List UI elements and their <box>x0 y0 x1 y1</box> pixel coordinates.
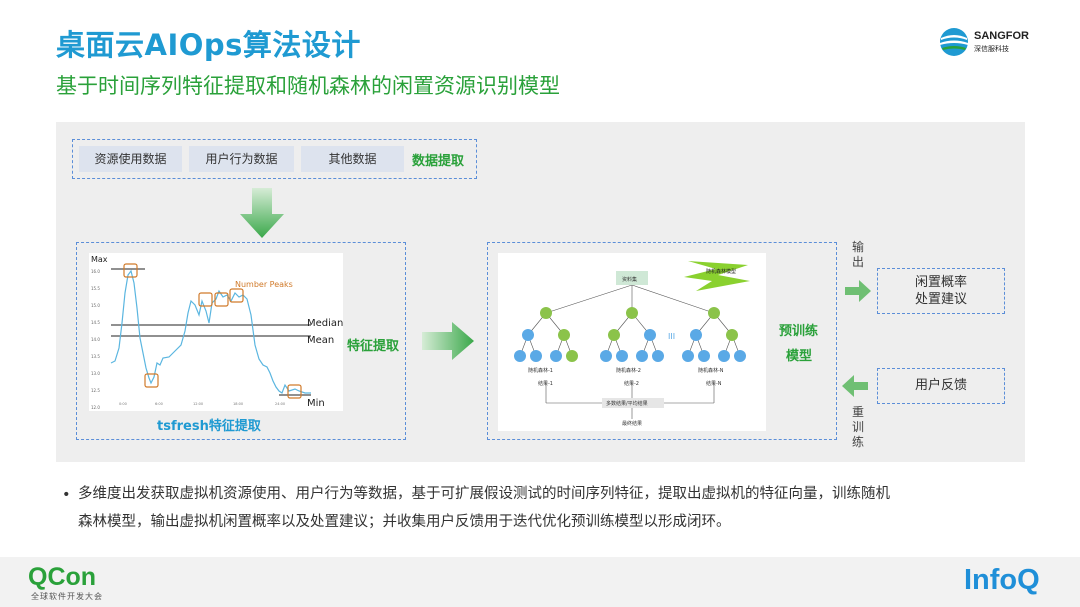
output-box-line2: 处置建议 <box>914 292 967 307</box>
final-label: 最终结果 <box>622 420 642 427</box>
svg-text:24:00: 24:00 <box>275 402 285 406</box>
bullet-line2: 森林模型，输出虚拟机闲置概率以及处置建议；并收集用户反馈用于迭代优化预训练模型以… <box>78 514 731 530</box>
feedback-arrow-icon <box>842 375 868 397</box>
infoq-logo: InfoQ <box>964 564 1040 596</box>
min-marker <box>287 384 302 399</box>
chart-mean-label: Mean <box>307 335 335 346</box>
chart-max-label: Max <box>91 255 108 264</box>
qcon-logo: QCon <box>28 563 97 591</box>
random-forest-diagram: 资料集 随机森林模型 <box>498 253 766 431</box>
timeseries-chart: Max 16.0 15.5 15.0 14.5 14.0 13.5 13.0 1… <box>89 253 343 411</box>
dataset-label: 资料集 <box>622 276 637 283</box>
source-chip-other: 其他数据 <box>301 146 404 172</box>
y-tick: 15.0 <box>91 303 100 308</box>
chart-median-label: Median <box>307 318 344 329</box>
page-title: 桌面云AIOps算法设计 <box>56 28 361 62</box>
footer-bar <box>0 557 1080 607</box>
y-tick: 13.5 <box>91 354 100 359</box>
forest-banner-label: 随机森林模型 <box>706 268 736 275</box>
output-vertical-label: 输出 <box>851 240 864 269</box>
idle-probability-box: 闲置概率 处置建议 <box>877 268 1005 314</box>
sangfor-globe-icon <box>940 28 968 56</box>
feature-extract-box: Max 16.0 15.5 15.0 14.5 14.0 13.5 13.0 1… <box>76 242 406 440</box>
bullet-line1: 多维度出发获取虚拟机资源使用、用户行为等数据，基于可扩展假设测试的时间序列特征，… <box>78 486 890 502</box>
retrain-vertical-label: 重训练 <box>851 405 864 449</box>
tree-label-2: 随机森林-2 <box>616 367 641 374</box>
timeseries-line <box>110 269 311 394</box>
peak-marker <box>198 292 213 307</box>
tsfresh-caption: tsfresh特征提取 <box>157 419 261 434</box>
data-extract-label: 数据提取 <box>412 154 465 169</box>
model-label-line1: 预训练 <box>779 324 819 339</box>
peak-marker <box>229 288 244 303</box>
y-tick: 14.5 <box>91 320 100 325</box>
sangfor-logo: SANGFOR 深信服科技 <box>938 26 1038 60</box>
dataset-node <box>616 271 648 285</box>
diagram-panel: 资源使用数据 用户行为数据 其他数据 数据提取 Max 16.0 15.5 15… <box>56 122 1025 462</box>
svg-text:6:00: 6:00 <box>155 402 163 406</box>
forest-banner <box>684 261 750 291</box>
data-extract-box: 资源使用数据 用户行为数据 其他数据 数据提取 <box>72 139 477 179</box>
svg-text:12:00: 12:00 <box>193 402 203 406</box>
logo-cn: 深信服科技 <box>974 45 1009 53</box>
bullet-symbol: • <box>62 487 71 503</box>
peak-marker-max <box>123 263 138 278</box>
source-chip-resource: 资源使用数据 <box>79 146 182 172</box>
chart-min-label: Min <box>307 398 325 409</box>
model-label-line2: 模型 <box>786 349 813 364</box>
peak-marker <box>214 292 229 307</box>
model-box: 资料集 随机森林模型 <box>487 242 837 440</box>
y-tick: 15.5 <box>91 286 100 291</box>
output-arrow-icon <box>845 280 871 302</box>
vote-label: 多数结果/平均结果 <box>606 400 648 407</box>
logo-name: SANGFOR <box>974 30 1029 42</box>
svg-text:18:00: 18:00 <box>233 402 243 406</box>
y-tick: 16.0 <box>91 269 100 274</box>
result-label-2: 结果-2 <box>624 380 639 387</box>
right-arrow-icon <box>422 322 474 360</box>
source-chip-behavior: 用户行为数据 <box>189 146 294 172</box>
y-tick: 13.0 <box>91 371 100 376</box>
result-label-1: 结果-1 <box>538 380 553 387</box>
result-label-n: 结果-N <box>706 380 722 387</box>
y-tick: 12.5 <box>91 388 100 393</box>
chart-peaks-label: Number Peaks <box>235 280 293 289</box>
vote-node <box>602 398 664 408</box>
output-box-line1: 闲置概率 <box>914 275 967 290</box>
tree-label-1: 随机森林-1 <box>528 367 553 374</box>
qcon-subtitle: 全球软件开发大会 <box>31 592 103 601</box>
y-tick: 14.0 <box>91 337 100 342</box>
page-subtitle: 基于时间序列特征提取和随机森林的闲置资源识别模型 <box>56 74 560 98</box>
tree-label-n: 随机森林-N <box>698 367 724 374</box>
user-feedback-box: 用户反馈 <box>877 368 1005 404</box>
svg-text:III: III <box>668 332 675 341</box>
svg-text:0:00: 0:00 <box>119 402 127 406</box>
valley-marker <box>144 373 159 388</box>
down-arrow-icon <box>240 188 284 238</box>
y-tick: 12.0 <box>91 405 100 410</box>
feature-extract-label: 特征提取 <box>347 339 400 354</box>
